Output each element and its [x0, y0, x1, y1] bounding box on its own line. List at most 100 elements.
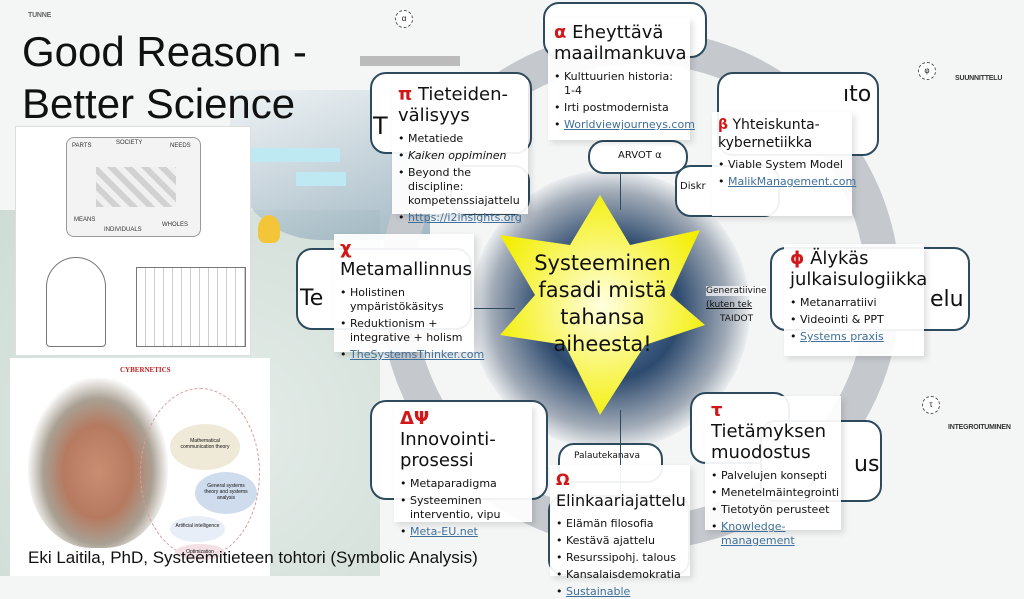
- link-sustainable[interactable]: Sustainable: [566, 585, 631, 598]
- gear-icon: α: [395, 10, 413, 28]
- list-item: Kansalaisdemokratia: [556, 568, 684, 582]
- card-title: χ Metamallinnus: [340, 238, 472, 280]
- title-text: Tieteiden-: [417, 84, 509, 105]
- title-line-1: Good Reason -: [22, 28, 307, 75]
- greek-symbol: α: [554, 22, 567, 43]
- slide-title: Good Reason - Better Science: [22, 26, 307, 130]
- gear-icon: φ: [918, 62, 936, 80]
- frag-te: Te: [300, 286, 324, 311]
- greek-symbol: ΔΨ: [400, 408, 430, 429]
- title-text: Metamallinnus: [340, 259, 472, 280]
- list-item: Kulttuurien historia: 1-4: [554, 70, 684, 98]
- title-text: Älykäs: [810, 248, 869, 269]
- frame-arvot: ARVOT α: [588, 140, 688, 174]
- center-line: tahansa: [560, 305, 645, 329]
- card-chi: χ Metamallinnus Holistinen ympäristökäsi…: [334, 234, 484, 362]
- card-title: Ω Elinkaariajattelu: [556, 469, 686, 511]
- list-item: Systeeminen interventio, vipu: [400, 494, 526, 522]
- list-item: Holistinen ympäristökäsitys: [340, 286, 468, 314]
- link-systems-praxis[interactable]: Systems praxis: [800, 330, 884, 343]
- frag-ito: ıto: [843, 82, 872, 107]
- card-pi: π Tieteiden-välisyys MetatiedeKaiken opp…: [392, 80, 528, 225]
- cyb-math: Mathematical communication theory: [170, 424, 240, 470]
- card-title: ΔΨ Innovointi-prosessi: [400, 408, 526, 471]
- link-knowledge-management[interactable]: Knowledge-management: [721, 520, 795, 547]
- link-i2insights[interactable]: https://i2insights.org: [408, 211, 522, 224]
- list-item: Resurssipohj. talous: [556, 551, 684, 565]
- list-item: Metaparadigma: [400, 477, 526, 491]
- label-parts: PARTS: [72, 143, 92, 149]
- title-text: prosessi: [400, 450, 474, 471]
- list-item: Menetelmäintegrointi: [711, 486, 839, 500]
- list-item: Metanarratiivi: [790, 296, 918, 310]
- list-item: Viable System Model: [718, 158, 846, 172]
- center-text: Systeeminen fasadi mistä tahansa aiheest…: [520, 250, 685, 358]
- frag-taidot: TAIDOT: [720, 314, 754, 324]
- connector-line: [472, 308, 515, 309]
- frag-us: us: [854, 452, 880, 477]
- cyb-opt: Optimization: [175, 544, 225, 560]
- cyb-gst: General systems theory and systems analy…: [195, 472, 257, 514]
- greek-symbol: β: [718, 117, 729, 133]
- cybernetics-title: CYBERNETICS: [120, 366, 171, 374]
- title-line-2: Better Science: [22, 80, 296, 127]
- note-tag: [250, 148, 340, 162]
- frag-generative: Generatiivine: [706, 286, 767, 296]
- frag-elu: elu: [930, 287, 964, 312]
- label-society: SOCIETY: [116, 140, 143, 146]
- title-text: Elinkaariajattelu: [556, 491, 686, 510]
- label-needs: NEEDS: [170, 143, 191, 149]
- frag-arvot: ARVOT α: [618, 150, 662, 161]
- card-title: π Tieteiden-välisyys: [398, 84, 522, 126]
- list-item: Palvelujen konsepti: [711, 469, 835, 483]
- author-caption: Eki Laitila, PhD, Systeemitieteen tohtor…: [28, 548, 478, 567]
- greek-symbol: ϕ: [790, 248, 805, 269]
- list-item: Reduktionism + integrative + holism: [340, 317, 468, 345]
- link-meta-eu[interactable]: Meta-EU.net: [410, 525, 478, 538]
- list-item: Metatiede: [398, 132, 522, 146]
- gear-icon: τ: [922, 396, 940, 414]
- title-text: kybernetiikka: [718, 135, 813, 151]
- title-text: Yhteiskunta-: [732, 117, 820, 133]
- title-text: Tietämyksen: [711, 421, 827, 442]
- link-thesystemsthinker[interactable]: TheSystemsThinker.com: [350, 348, 485, 361]
- title-text: muodostus: [711, 442, 811, 463]
- card-deltapsi: ΔΨ Innovointi-prosessi MetaparadigmaSyst…: [394, 404, 532, 539]
- connector-line: [620, 174, 621, 210]
- title-text: Innovointi-: [400, 429, 496, 450]
- center-line: Systeeminen: [534, 251, 671, 275]
- list-item: Kaiken oppiminen: [398, 149, 522, 163]
- title-text: välisyys: [398, 105, 470, 126]
- list-item: Irti postmodernista: [554, 101, 684, 115]
- greek-symbol: Ω: [556, 470, 570, 489]
- link-malikmanagement[interactable]: MalikManagement.com: [728, 175, 857, 188]
- card-omega: Ω Elinkaariajattelu Elämän filosofiaKest…: [550, 465, 690, 599]
- greek-symbol: π: [398, 84, 413, 105]
- center-star: [500, 195, 705, 415]
- title-text: Eheyttävä: [572, 22, 664, 43]
- link-worldviewjourneys[interactable]: Worldviewjourneys.com: [564, 118, 695, 131]
- title-text: maailmankuva: [554, 43, 687, 64]
- center-line: fasadi mistä: [538, 278, 667, 302]
- greek-symbol: χ: [340, 238, 352, 259]
- label-wholes: WHOLES: [162, 222, 189, 228]
- list-item: Tietotyön perusteet: [711, 503, 835, 517]
- center-line: aiheesta!: [553, 332, 652, 356]
- label-integroituminen: INTEGROITUMINEN: [948, 424, 1011, 431]
- list-item: Videointi & PPT: [790, 313, 918, 327]
- frag-palaute: Palautekanava: [574, 451, 640, 461]
- card-title: β Yhteiskunta-kybernetiikka: [718, 116, 846, 152]
- list-item: Beyond the discipline: kompetenssiajatte…: [398, 166, 522, 208]
- label-means: MEANS: [74, 217, 96, 223]
- lightbulb-icon: [258, 215, 280, 243]
- author-photo: CYBERNETICS Mathematical communication t…: [10, 358, 270, 576]
- frag-kuten: (kuten tek: [706, 300, 753, 310]
- frag-diskr: Diskr: [680, 181, 706, 192]
- frag-t: T: [373, 112, 388, 140]
- greek-symbol: τ: [711, 400, 723, 421]
